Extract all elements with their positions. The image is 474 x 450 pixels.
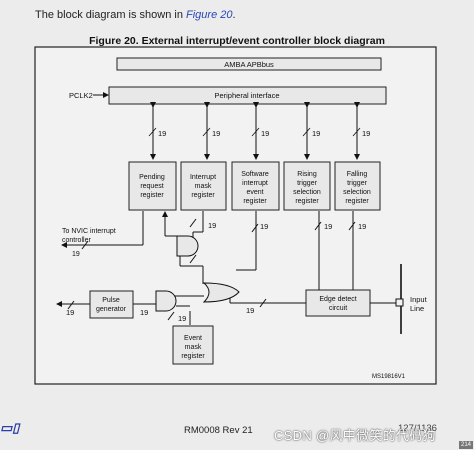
rising-line: register (295, 198, 319, 205)
input-line-label: Line (410, 304, 424, 313)
edge-detect-line: circuit (329, 305, 347, 312)
software-interrupt-event-register (231, 161, 280, 211)
rising-line: selection (293, 189, 321, 196)
falling-trigger-selection-register (334, 161, 381, 211)
bus-width-label: 19 (312, 129, 320, 138)
falling-line: Falling (347, 171, 368, 178)
bus-width-label: 19 (66, 308, 74, 317)
intro-prefix: The block diagram is shown in (35, 9, 187, 21)
rising-trigger-selection-register (283, 161, 331, 211)
or-gate (202, 282, 240, 303)
logo-fragment: ▭▯ (0, 420, 20, 435)
evmask-line: mask (185, 344, 202, 351)
bus-width-label: 19 (72, 251, 80, 258)
peripheral-interface-label: Peripheral interface (214, 91, 279, 100)
peripheral-interface-block (108, 86, 387, 105)
intmask-line: mask (195, 183, 212, 190)
page-number-badge: 214 (458, 441, 473, 449)
swint-line: Software (241, 171, 269, 178)
bus-width-label: 19 (140, 308, 148, 317)
intmask-line: register (191, 192, 215, 199)
swint-line: interrupt (242, 180, 268, 187)
evmask-line: register (181, 353, 205, 360)
pclk2-label: PCLK2 (69, 91, 93, 100)
bus-width-label: 19 (324, 222, 332, 231)
pulse-generator (89, 290, 134, 319)
bus-width-label: 19 (212, 129, 220, 138)
bus-width-label: 19 (261, 129, 269, 138)
event-mask-register (172, 325, 214, 365)
bus-width-label: 19 (358, 222, 366, 231)
rising-line: Rising (297, 171, 317, 178)
pulse-line: generator (96, 306, 127, 313)
footer-page-ref: 127/1136 (398, 423, 437, 434)
intro-suffix: . (232, 9, 236, 21)
figure-link[interactable]: Figure 20 (186, 9, 233, 21)
bus-width-label: 19 (208, 221, 216, 230)
figure-reference: MS19816V1 (372, 374, 406, 380)
falling-line: selection (343, 189, 371, 196)
bus-width-label: 19 (362, 129, 370, 138)
swint-line: event (246, 189, 263, 196)
bus-width-label: 19 (158, 129, 166, 138)
watermark: CSDN @风中微笑的代码狗 (274, 428, 436, 443)
figure-title: Figure 20. External interrupt/event cont… (89, 35, 385, 47)
bus-width-label: 19 (178, 314, 186, 323)
evmask-line: Event (184, 335, 202, 342)
pending-line: Pending (139, 174, 165, 181)
edge-detect-line: Edge detect (319, 296, 356, 303)
bus-width-label: 19 (246, 306, 254, 315)
rising-line: trigger (297, 180, 318, 187)
pulse-line: Pulse (102, 297, 120, 304)
pending-line: register (140, 192, 164, 199)
nvic-label: To NVIC interrupt (62, 228, 116, 235)
nvic-label: controller (62, 237, 91, 244)
amba-bus-block (116, 57, 382, 71)
pending-line: request (140, 183, 163, 190)
bus-width-label: 19 (260, 222, 268, 231)
interrupt-and-gate (176, 235, 199, 257)
event-and-gate (155, 290, 177, 312)
interrupt-mask-register (180, 161, 227, 211)
footer-doc-ref: RM0008 Rev 21 (184, 425, 253, 436)
intmask-line: Interrupt (190, 174, 216, 181)
pending-request-register (128, 161, 177, 211)
input-pin (395, 298, 404, 307)
falling-line: trigger (347, 180, 368, 187)
swint-line: register (243, 198, 267, 205)
intro-text: The block diagram is shown in Figure 20. (35, 9, 236, 21)
falling-line: register (345, 198, 369, 205)
input-line-label: Input (410, 295, 428, 304)
edge-detect-circuit (305, 289, 371, 317)
amba-bus-label: AMBA APBbus (224, 60, 274, 69)
